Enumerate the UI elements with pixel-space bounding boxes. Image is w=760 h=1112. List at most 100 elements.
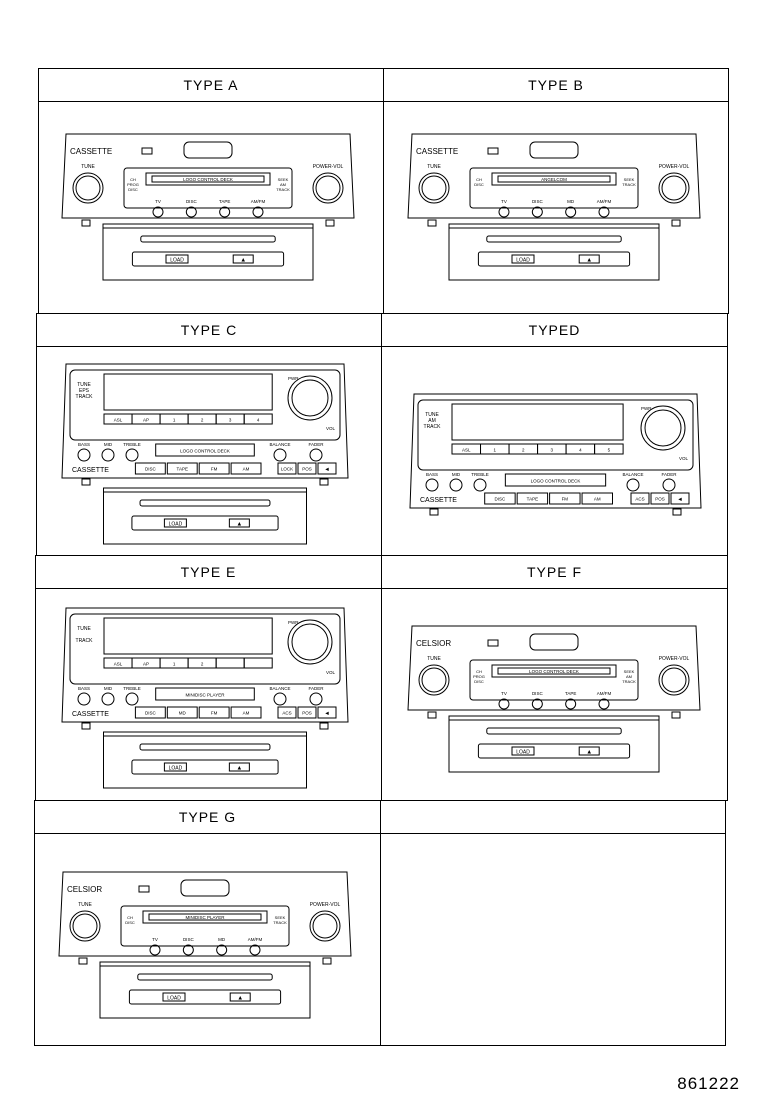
deck-label: LOGO CONTROL DECK bbox=[531, 479, 581, 484]
source-button bbox=[484, 492, 516, 505]
function-button-label: LOCK bbox=[281, 467, 293, 472]
cassette-door bbox=[142, 910, 268, 924]
clock-window bbox=[183, 141, 233, 159]
deck-label: LOGO CONTROL DECK bbox=[183, 177, 233, 182]
tone-knob-label: BASS bbox=[78, 442, 90, 447]
load-button-label: LOAD bbox=[169, 522, 183, 528]
cd-changer-housing bbox=[448, 715, 660, 773]
brand-logo: CASSETTE bbox=[72, 711, 109, 718]
load-button bbox=[163, 518, 187, 528]
power-volume-knob bbox=[640, 405, 686, 451]
tune-knob bbox=[418, 664, 450, 696]
preset-button bbox=[594, 443, 624, 455]
faceplate bbox=[407, 625, 701, 711]
eject-button bbox=[228, 518, 250, 528]
source-button bbox=[581, 492, 614, 505]
disc-slot bbox=[139, 743, 271, 751]
tune-track-label: EPS bbox=[79, 388, 90, 394]
volume-knob bbox=[312, 172, 344, 204]
cassette-door bbox=[491, 664, 617, 678]
changer-face bbox=[128, 989, 282, 1005]
balance-fader-label: BALANCE bbox=[269, 442, 290, 447]
balance-fader-knob bbox=[273, 692, 287, 706]
source-button-label: DISC bbox=[186, 199, 198, 204]
eject-icon: ▲ bbox=[240, 258, 246, 264]
tone-knob-label: BASS bbox=[78, 686, 90, 691]
faceplate bbox=[61, 133, 355, 219]
tune-knob bbox=[418, 172, 450, 204]
preset-button bbox=[243, 657, 273, 669]
tune-track-label: TUNE bbox=[77, 382, 91, 388]
panel-e-title: TYPE E bbox=[180, 564, 237, 580]
faceplate bbox=[409, 393, 702, 509]
deck-label: ANGELCOM bbox=[541, 177, 567, 182]
right-side-label: AM bbox=[280, 182, 286, 187]
faceplate bbox=[61, 607, 349, 723]
panel-e-header: TYPE E bbox=[35, 555, 382, 589]
panel-g-header: TYPE G bbox=[34, 800, 381, 834]
tune-knob-inner bbox=[72, 913, 98, 939]
panel-c-title: TYPE C bbox=[180, 322, 238, 338]
tune-track-label: TUNE bbox=[425, 412, 439, 418]
preset-button-label: AP bbox=[143, 418, 149, 423]
vol-label: VOL bbox=[326, 426, 336, 431]
tone-knob bbox=[125, 692, 139, 706]
source-button bbox=[134, 706, 166, 719]
tone-knob bbox=[449, 478, 463, 492]
tune-label: TUNE bbox=[81, 164, 95, 170]
source-button-label: TAPE bbox=[527, 497, 538, 502]
mount-tab-left bbox=[81, 478, 91, 486]
logo-badge bbox=[141, 147, 153, 155]
source-button-label: TV bbox=[155, 199, 161, 204]
faceplate bbox=[58, 871, 352, 957]
source-button-label: TAPE bbox=[177, 467, 188, 472]
eject-button bbox=[232, 254, 254, 264]
source-button bbox=[249, 944, 261, 956]
source-button-label: FM bbox=[211, 467, 218, 472]
lcd-display bbox=[103, 373, 273, 411]
source-button-label: MD bbox=[567, 199, 575, 204]
source-button-label: FM bbox=[211, 711, 218, 716]
lcd-display bbox=[103, 617, 273, 655]
load-button-label: LOAD bbox=[516, 750, 530, 756]
function-button bbox=[277, 706, 297, 719]
source-button bbox=[219, 206, 231, 218]
volume-knob-inner bbox=[661, 175, 687, 201]
tune-knob-inner bbox=[421, 667, 447, 693]
logo-badge bbox=[487, 147, 499, 155]
power-vol-label: POWER-VOL bbox=[659, 164, 690, 170]
logo-badge bbox=[138, 885, 150, 893]
function-button bbox=[277, 462, 297, 475]
eject-button bbox=[578, 254, 600, 264]
deck-slot bbox=[504, 473, 607, 487]
source-button-label: DISC bbox=[183, 937, 195, 942]
power-volume-knob-inner bbox=[291, 379, 329, 417]
changer-face bbox=[131, 251, 285, 267]
preset-button-label: 3 bbox=[229, 418, 232, 423]
tune-label: TUNE bbox=[427, 656, 441, 662]
function-button-label: ACS bbox=[282, 711, 291, 716]
function-button-label: POS bbox=[302, 467, 312, 472]
right-side-label: SEEK bbox=[275, 915, 286, 920]
left-side-label: DISC bbox=[474, 182, 484, 187]
left-side-label: DISC bbox=[474, 679, 484, 684]
mount-tab-left bbox=[429, 508, 439, 516]
source-button bbox=[182, 944, 194, 956]
function-button bbox=[297, 706, 317, 719]
function-button bbox=[317, 706, 337, 719]
tone-knob-label: BASS bbox=[426, 472, 438, 477]
tone-knob-label: MID bbox=[104, 442, 113, 447]
source-button bbox=[198, 706, 230, 719]
clock-window bbox=[180, 879, 230, 897]
source-button-label: FM bbox=[562, 497, 569, 502]
pwr-label: PWR bbox=[288, 620, 299, 625]
left-side-label: CH bbox=[476, 669, 482, 674]
source-button-label: AM bbox=[243, 467, 250, 472]
deck-panel bbox=[469, 659, 639, 701]
left-side-label: CH bbox=[476, 177, 482, 182]
